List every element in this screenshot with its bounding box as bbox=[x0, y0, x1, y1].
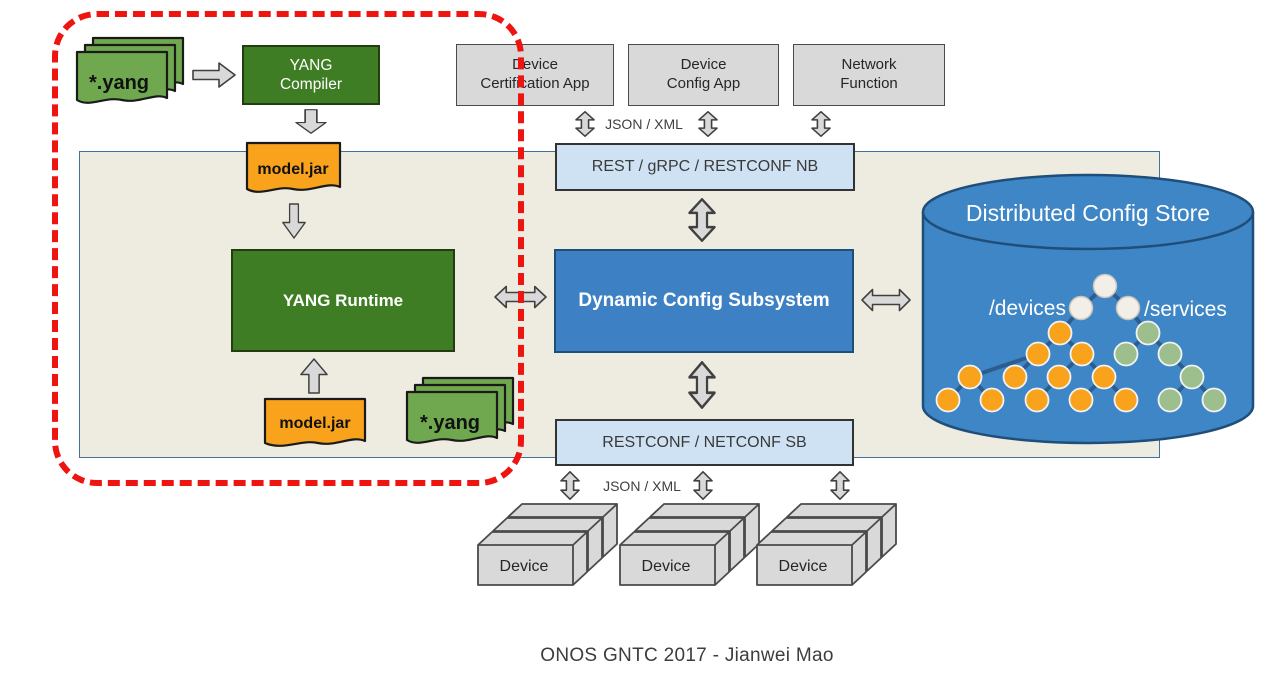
app-label: Device Config App bbox=[666, 56, 741, 92]
json-xml-label-top: JSON / XML bbox=[605, 116, 683, 132]
arrow-vertical-double-icon bbox=[560, 471, 580, 500]
device-label: Device bbox=[500, 558, 549, 575]
yang-source-label: *.yang bbox=[89, 72, 149, 94]
arrow-vertical-double-icon bbox=[811, 111, 831, 137]
arrow-vertical-double-icon bbox=[698, 111, 718, 137]
dynamic-config-subsystem-box: Dynamic Config Subsystem bbox=[554, 249, 854, 353]
dynamic-config-subsystem-label: Dynamic Config Subsystem bbox=[578, 290, 830, 312]
app-box-device-certification: Device Certification App bbox=[456, 44, 614, 106]
device-stacks: Device Device Device bbox=[477, 503, 897, 586]
arrow-down-icon bbox=[295, 109, 327, 134]
yang-source-doc-stack: *.yang bbox=[75, 36, 185, 104]
device-stack: Device bbox=[619, 503, 760, 586]
json-xml-label-bottom: JSON / XML bbox=[603, 478, 681, 494]
app-label: Network Function bbox=[840, 56, 898, 92]
yang-compiler-box: YANG Compiler bbox=[242, 45, 380, 105]
southbound-protocol-label: RESTCONF / NETCONF SB bbox=[602, 433, 807, 451]
device-stack: Device bbox=[756, 503, 897, 586]
device-label: Device bbox=[642, 558, 691, 575]
device-stack: Device bbox=[477, 503, 618, 586]
yang-compiler-label: YANG Compiler bbox=[279, 56, 342, 93]
arrow-vertical-double-icon bbox=[830, 471, 850, 500]
app-label: Device Certification App bbox=[480, 56, 590, 92]
caption: ONOS GNTC 2017 - Jianwei Mao bbox=[540, 645, 834, 666]
northbound-protocol-label: REST / gRPC / RESTCONF NB bbox=[591, 158, 819, 175]
device-label: Device bbox=[779, 558, 828, 575]
arrow-vertical-double-icon bbox=[693, 471, 713, 500]
yang-runtime-label: YANG Runtime bbox=[282, 290, 404, 310]
app-box-device-config: Device Config App bbox=[628, 44, 779, 106]
yang-runtime-box: YANG Runtime bbox=[231, 249, 455, 352]
southbound-protocol-bar: RESTCONF / NETCONF SB bbox=[555, 419, 854, 466]
app-box-network-function: Network Function bbox=[793, 44, 945, 106]
arrow-right-icon bbox=[192, 62, 236, 88]
northbound-protocol-bar: REST / gRPC / RESTCONF NB bbox=[555, 143, 855, 191]
